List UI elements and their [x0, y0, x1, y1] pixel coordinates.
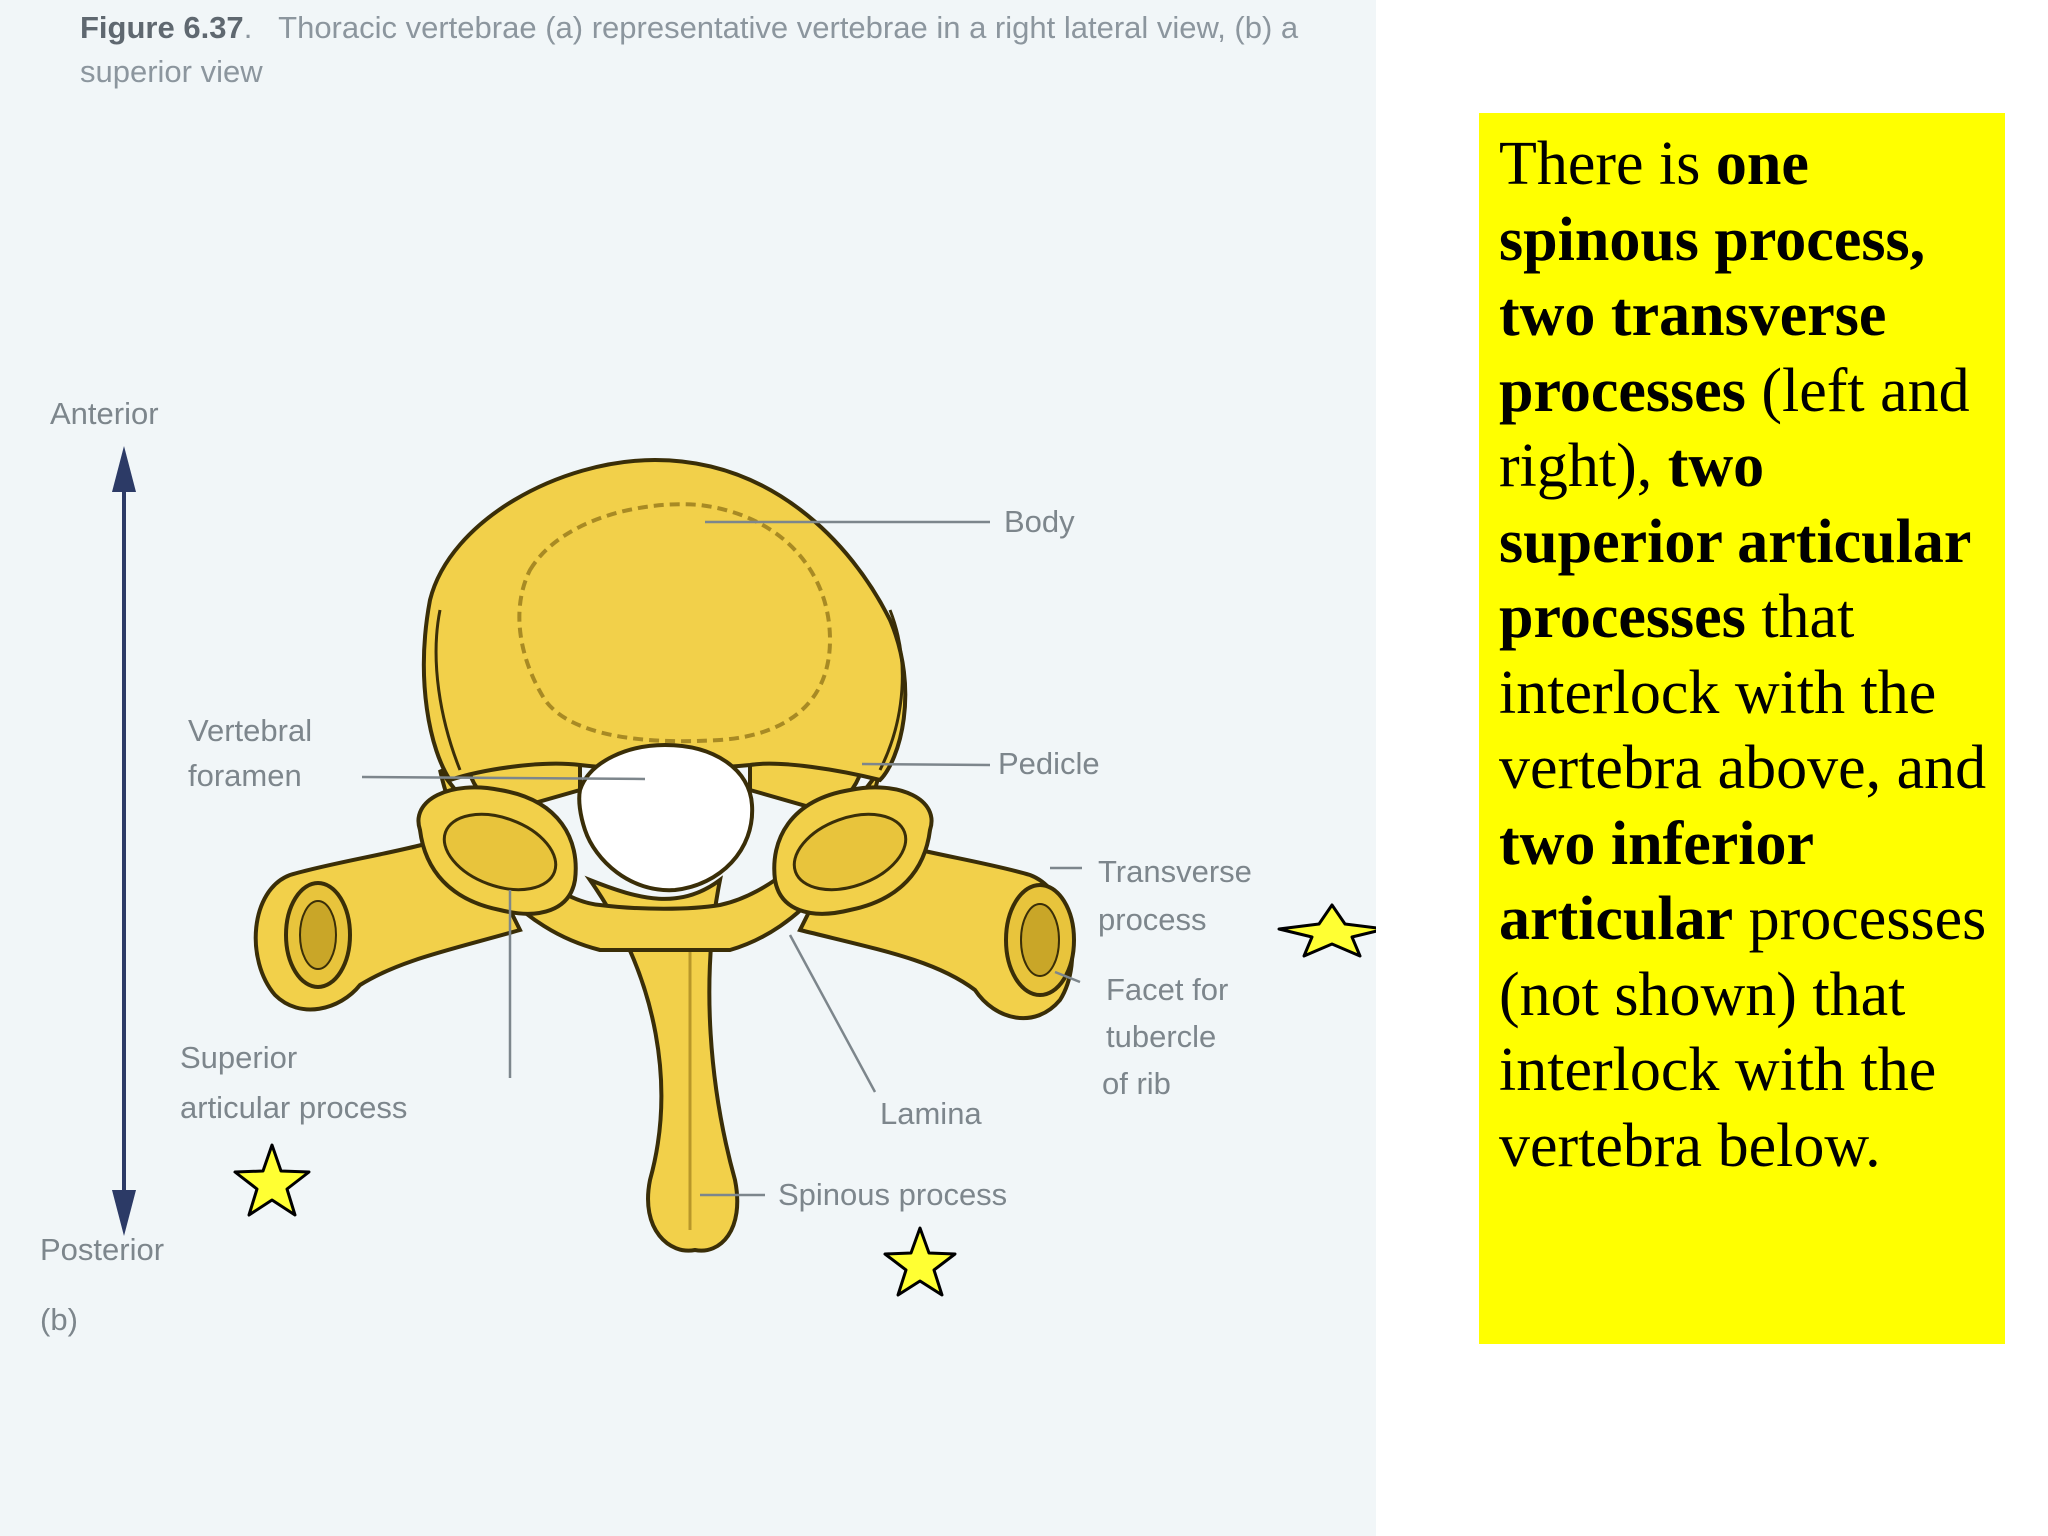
- label-lamina: Lamina: [880, 1096, 982, 1131]
- star-icon-superior: [233, 1143, 311, 1217]
- label-body: Body: [1004, 504, 1075, 539]
- figure-panel: Figure 6.37. Thoracic vertebrae (a) repr…: [0, 0, 1376, 1536]
- figure-number: Figure 6.37: [80, 10, 244, 45]
- description-run: (left and right),: [1499, 356, 1970, 501]
- star-icon-transverse: [1277, 903, 1376, 958]
- description-bold-run: two inferior articular: [1499, 809, 1813, 954]
- description-box: There is one spinous process, two transv…: [1479, 113, 2005, 1344]
- label-vertebral-foramen-1: Vertebral: [188, 713, 312, 748]
- vertebra-diagram: Anterior Posterior (b) Body Vertebral fo…: [40, 396, 1376, 1337]
- label-pedicle: Pedicle: [998, 746, 1100, 781]
- description-run: processes (not shown) that interlock wit…: [1499, 885, 1987, 1180]
- star-icon-spinous: [883, 1226, 957, 1297]
- label-facet-2: tubercle: [1106, 1019, 1216, 1054]
- vertebral-foramen: [577, 742, 755, 893]
- leader-lines: [361, 520, 1082, 1197]
- vertebral-body: [421, 457, 908, 783]
- superior-articular-process-left: [416, 785, 578, 916]
- label-panel-b: (b): [40, 1302, 78, 1337]
- description-run: that interlock with the vertebra above, …: [1499, 583, 1987, 802]
- orientation-arrow: [112, 446, 136, 1236]
- label-transverse-2: process: [1098, 902, 1207, 937]
- label-facet-1: Facet for: [1106, 972, 1228, 1007]
- label-spinous: Spinous process: [778, 1177, 1007, 1212]
- label-superior-1: Superior: [180, 1040, 297, 1075]
- description-text: There is one spinous process, two transv…: [1499, 130, 1986, 1180]
- description-bold-run: two transverse processes: [1499, 281, 1887, 425]
- label-superior-2: articular process: [180, 1090, 407, 1125]
- label-facet-3: of rib: [1102, 1066, 1171, 1101]
- description-run: There is: [1499, 130, 1716, 198]
- description-bold-run: two superior articular processes: [1499, 432, 1971, 651]
- description-bold-run: one spinous process,: [1499, 130, 1926, 274]
- label-transverse-1: Transverse: [1098, 854, 1252, 889]
- figure-caption: Figure 6.37. Thoracic vertebrae (a) repr…: [80, 10, 1299, 89]
- superior-articular-process-right: [772, 785, 934, 916]
- label-vertebral-foramen-2: foramen: [188, 758, 302, 793]
- spinous-process: [584, 875, 740, 1253]
- label-posterior: Posterior: [40, 1232, 164, 1267]
- figure-caption-text: Thoracic vertebrae (a) representative ve…: [80, 10, 1299, 89]
- label-anterior: Anterior: [50, 396, 159, 431]
